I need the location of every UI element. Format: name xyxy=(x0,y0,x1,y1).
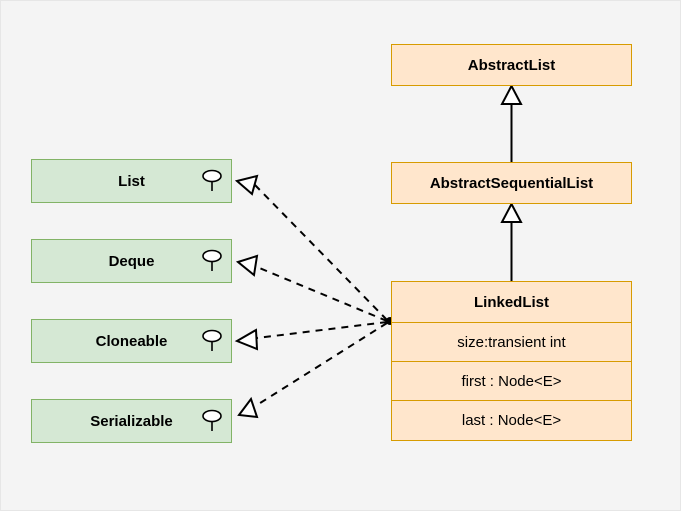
realization-edge-linked-list-to-deque xyxy=(235,254,388,322)
interface-box-deque[interactable]: Deque xyxy=(31,239,232,283)
lollipop-interface-icon xyxy=(202,409,222,431)
interface-name-cloneable: Cloneable xyxy=(95,332,168,350)
class-box-abstract-sequential-list[interactable]: AbstractSequentialList xyxy=(391,162,632,204)
lollipop-interface-icon xyxy=(202,249,222,271)
lollipop-interface-icon xyxy=(202,169,222,191)
class-box-abstract-list[interactable]: AbstractList xyxy=(391,44,632,86)
realization-edge-linked-list-to-serializable xyxy=(237,322,388,419)
class-attribute-first: first : Node<E> xyxy=(392,361,631,400)
generalization-edge-linked-list-to-abstract-sequential-list xyxy=(500,201,523,281)
interface-name-deque: Deque xyxy=(108,252,155,270)
class-box-linked-list[interactable]: LinkedList size:transient int first : No… xyxy=(391,281,632,441)
interface-name-list: List xyxy=(118,172,145,190)
realization-edge-linked-list-to-list xyxy=(234,174,388,321)
class-name-abstract-list: AbstractList xyxy=(467,56,556,74)
interface-box-serializable[interactable]: Serializable xyxy=(31,399,232,443)
realization-edge-linked-list-to-cloneable xyxy=(234,321,388,351)
lollipop-interface-icon xyxy=(202,329,222,351)
interface-box-list[interactable]: List xyxy=(31,159,232,203)
generalization-edge-abstract-sequential-list-to-abstract-list xyxy=(500,83,523,162)
interface-name-serializable: Serializable xyxy=(90,412,173,430)
class-name-linked-list: LinkedList xyxy=(473,293,549,311)
class-attribute-last: last : Node<E> xyxy=(392,400,631,440)
interface-box-cloneable[interactable]: Cloneable xyxy=(31,319,232,363)
class-attribute-size: size:transient int xyxy=(392,322,631,361)
class-name-abstract-sequential-list: AbstractSequentialList xyxy=(429,174,594,192)
